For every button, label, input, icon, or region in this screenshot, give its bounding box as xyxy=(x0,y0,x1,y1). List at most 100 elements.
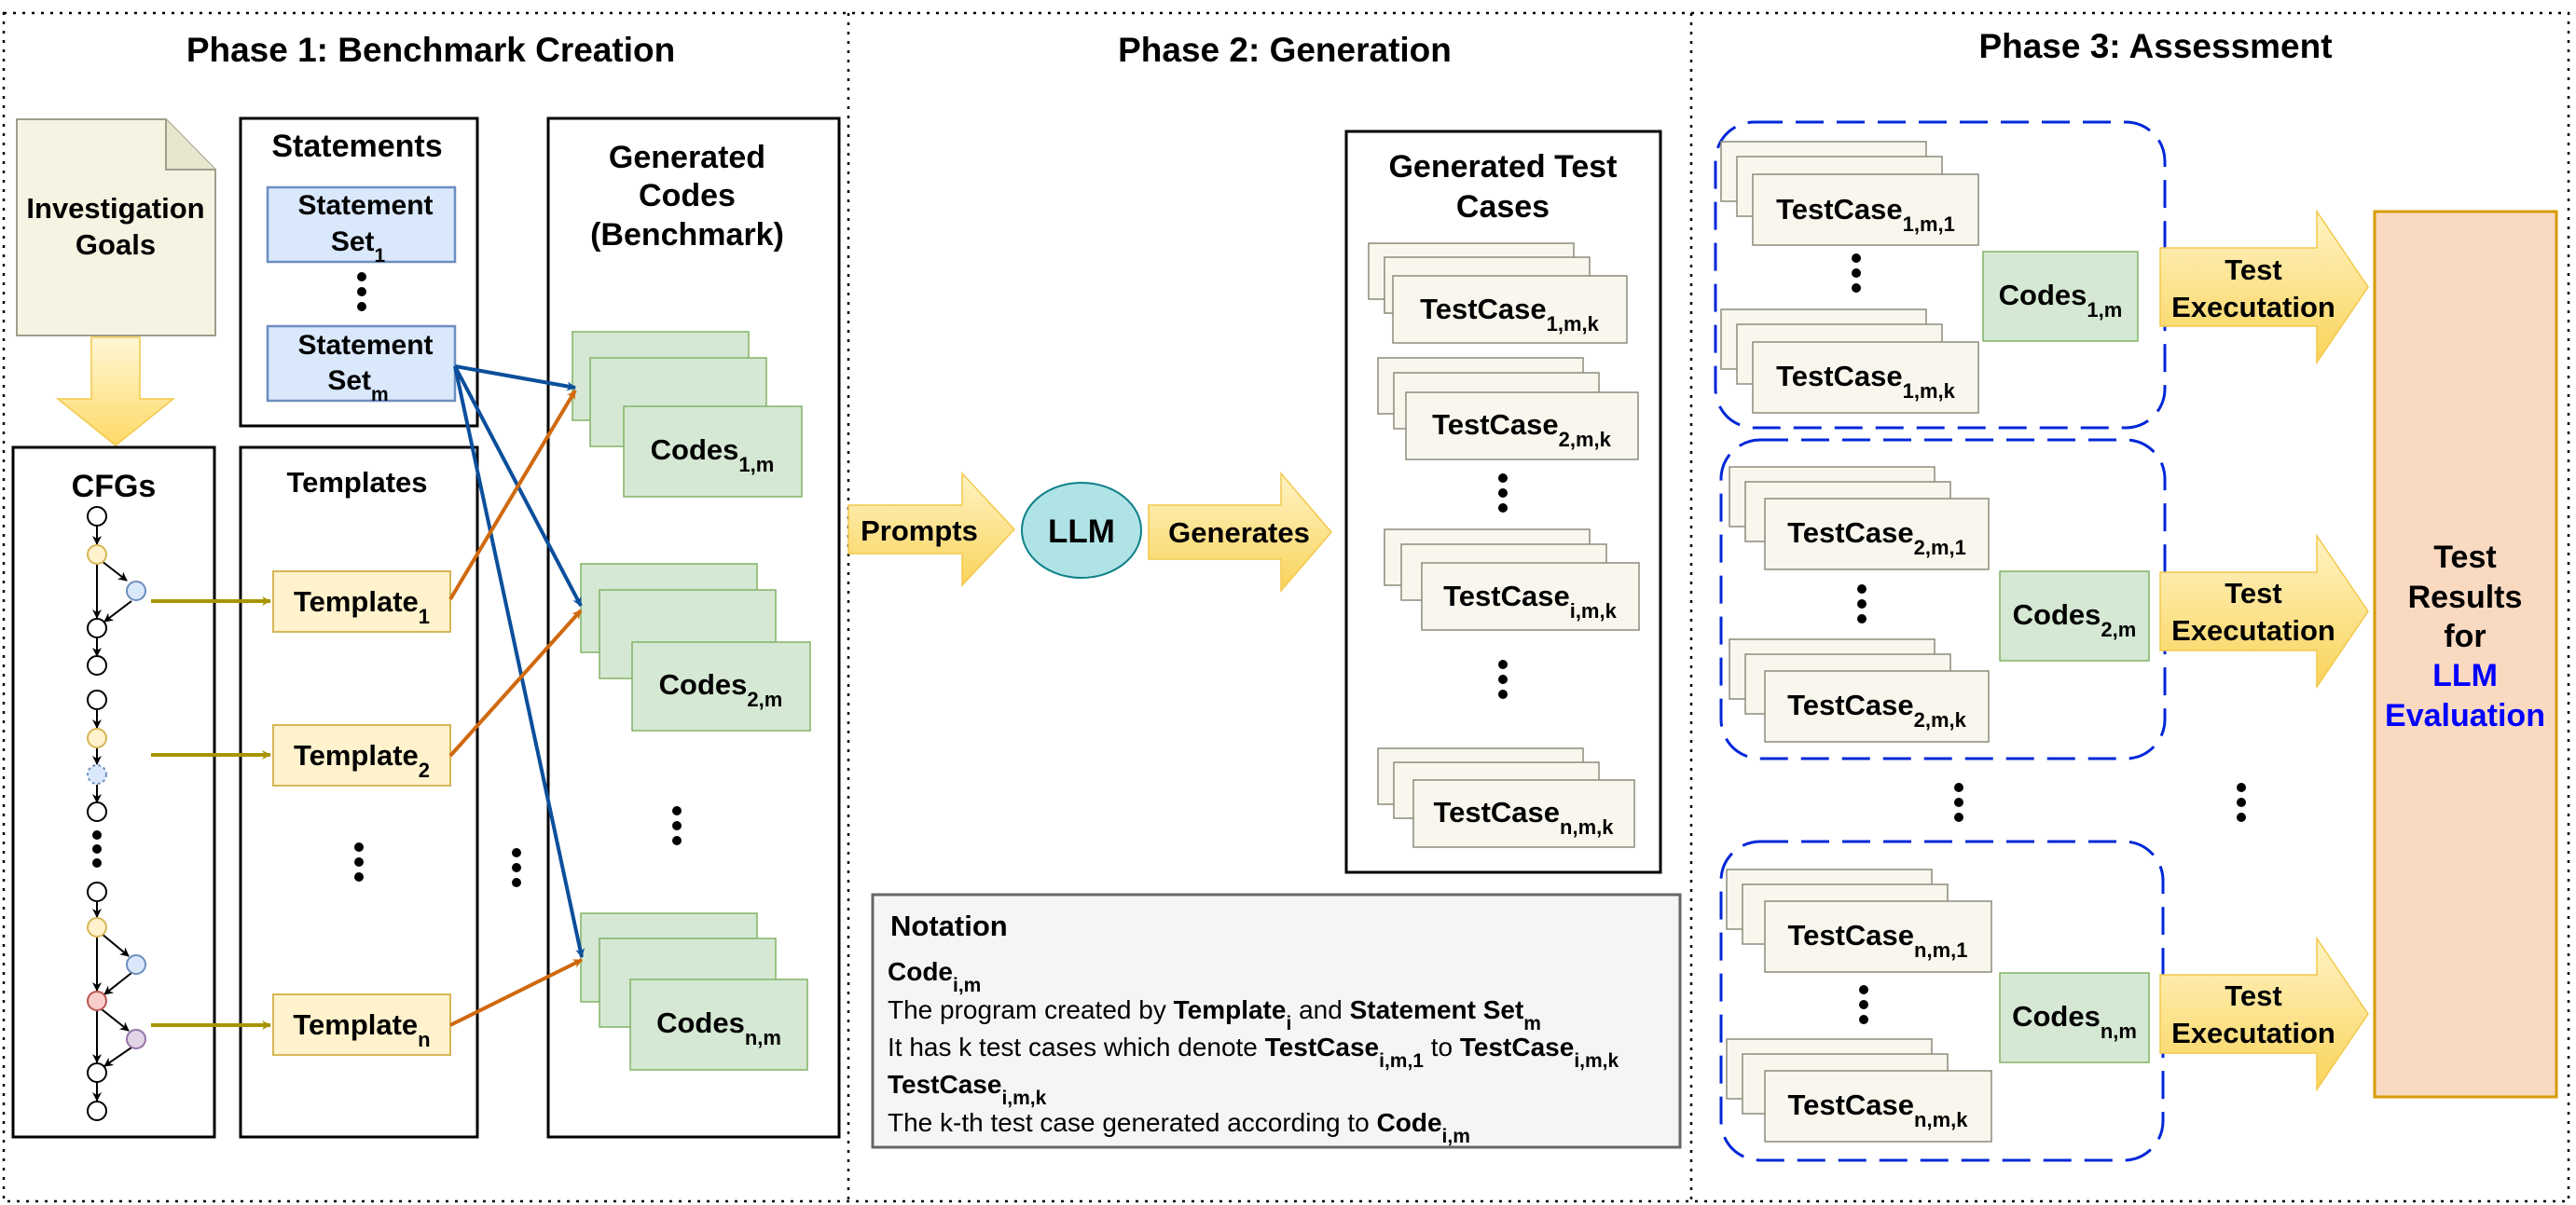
codes-stack-2 xyxy=(580,563,811,732)
template-2-label: Template2 xyxy=(294,739,430,782)
cfg-node xyxy=(87,618,107,638)
codes-ellipsis xyxy=(672,806,682,845)
test-execution-arrow-3: Test Executation xyxy=(2159,936,2369,1092)
statements-box: Statements Statement Set1 Statement Setm xyxy=(239,116,479,428)
testcase-stack-1 xyxy=(1368,242,1628,344)
codes-title-1: Generated xyxy=(609,140,765,175)
testcase-stack-2 xyxy=(1377,357,1639,460)
investigation-goals: Investigation Goals xyxy=(16,118,216,336)
results-line-2: Results xyxy=(2408,580,2523,615)
template-to-codes-arrows xyxy=(448,389,583,1027)
notation-title: Notation xyxy=(890,910,1008,942)
cfg-ellipsis xyxy=(92,830,102,868)
gen-testcase-1-label: TestCase1,m,k xyxy=(1420,293,1600,335)
group-1-bottom-testcase: TestCase1,m,k xyxy=(1776,360,1956,403)
goals-label-2: Goals xyxy=(76,228,156,261)
assessment-group-2: TestCase2,m,1 TestCase2,m,k Codes2,m xyxy=(1719,438,2167,760)
arrow xyxy=(454,364,576,391)
test-execution-arrow-1: Test Executation xyxy=(2159,209,2369,365)
test-results-box: Test Results for LLM Evaluation xyxy=(2373,210,2558,1099)
testcase-stack-n xyxy=(1377,747,1635,848)
testcase-stack-i xyxy=(1384,528,1640,631)
group-2-codes-label: Codes2,m xyxy=(2013,598,2137,641)
codes-1-label: Codes1,m xyxy=(651,433,775,476)
arrow xyxy=(449,958,583,1027)
phase-3-title: Phase 3: Assessment xyxy=(1978,27,2332,65)
cfg-nodes xyxy=(87,506,146,1121)
statement-set-m xyxy=(266,324,457,403)
generates-label: Generates xyxy=(1168,516,1310,549)
execution-label: Test xyxy=(2225,253,2281,286)
templates-ellipsis xyxy=(354,842,364,882)
execution-label: Executation xyxy=(2171,614,2335,647)
group-1-top-testcase: TestCase1,m,1 xyxy=(1776,193,1955,236)
group-n-codes xyxy=(1999,972,2150,1063)
notation-box: Notation Codei,m The program created by … xyxy=(871,893,1682,1149)
cfg-node xyxy=(126,581,146,601)
arrow xyxy=(453,365,585,958)
cfg-node xyxy=(87,991,107,1011)
cfg-node xyxy=(87,1101,107,1121)
template-1 xyxy=(272,570,451,633)
generates-arrow: Generates xyxy=(1148,471,1332,594)
codes-stack-n xyxy=(580,912,808,1071)
group-2-top-testcase: TestCase2,m,1 xyxy=(1787,516,1966,559)
statement-set-1-line1: Statement xyxy=(297,190,433,221)
notation-code-term: Codei,m xyxy=(888,957,981,996)
templates-title: Templates xyxy=(286,466,427,499)
template-2 xyxy=(272,724,451,787)
cfg-node xyxy=(126,954,146,975)
notation-code-desc: The program created by Templatei and Sta… xyxy=(888,995,1541,1034)
gen-testcase-i-label: TestCasei,m,k xyxy=(1443,580,1617,623)
group-1-codes xyxy=(1982,251,2139,342)
document-shape xyxy=(16,118,216,336)
group-1-codes-label: Codes1,m xyxy=(1999,279,2123,322)
goals-label-1: Investigation xyxy=(26,192,204,225)
execution-label: Test xyxy=(2225,979,2281,1012)
results-line-4: LLM xyxy=(2432,658,2498,693)
llm-label: LLM xyxy=(1048,513,1115,550)
codes-n-label: Codesn,m xyxy=(656,1006,781,1049)
codes-stack-1 xyxy=(572,331,803,498)
cfg-to-template-arrows xyxy=(151,596,271,1030)
cfg-node xyxy=(87,690,107,710)
cfg-node xyxy=(87,882,107,902)
statement-set-1 xyxy=(266,185,457,264)
statements-title: Statements xyxy=(271,129,442,164)
cfgs-frame xyxy=(11,445,216,1139)
cfg-node xyxy=(87,917,107,938)
cfg-node xyxy=(87,655,107,676)
gen-testcase-n-label: TestCasen,m,k xyxy=(1433,796,1614,839)
group-n-codes-label: Codesn,m xyxy=(2012,1000,2137,1043)
page-fold-icon xyxy=(165,119,215,171)
results-line-3: for xyxy=(2444,619,2486,654)
codes-2-label: Codes2,m xyxy=(659,668,783,711)
cfg-node xyxy=(87,506,107,527)
execution-label: Executation xyxy=(2171,291,2335,323)
codes-title-3: (Benchmark) xyxy=(590,217,784,253)
prompts-label: Prompts xyxy=(861,514,978,547)
arrow xyxy=(448,609,583,758)
group-2-bottom-testcase: TestCase2,m,k xyxy=(1787,689,1967,732)
statement-set-1-label: Set1 xyxy=(331,226,386,267)
cfg-node xyxy=(87,544,107,565)
template-1-label: Template1 xyxy=(294,585,430,628)
statements-ellipsis xyxy=(357,272,366,311)
tests-title-1: Generated Test xyxy=(1388,149,1617,185)
test-execution-arrow-2: Test Executation xyxy=(2159,533,2369,690)
assessment-ellipsis xyxy=(1954,783,2246,822)
notation-testcase-term: TestCasei,m,k xyxy=(888,1070,1047,1109)
assessment-group-1: TestCase1,m,1 TestCase1,m,k Codes1,m xyxy=(1714,120,2167,430)
notation-testcase-desc: The k-th test case generated according t… xyxy=(888,1108,1470,1147)
tests-title-2: Cases xyxy=(1456,189,1550,225)
group-n-bottom-testcase: TestCasen,m,k xyxy=(1787,1089,1968,1131)
phase-2-title: Phase 2: Generation xyxy=(1118,31,1452,69)
cfg-node xyxy=(126,1029,146,1049)
cfg-edges xyxy=(92,527,132,1102)
outer-frame xyxy=(2,11,2570,1203)
cfg-node xyxy=(87,801,107,822)
results-line-1: Test xyxy=(2433,540,2496,575)
goals-to-cfgs-arrow xyxy=(55,336,176,446)
results-line-5: Evaluation xyxy=(2385,698,2545,733)
